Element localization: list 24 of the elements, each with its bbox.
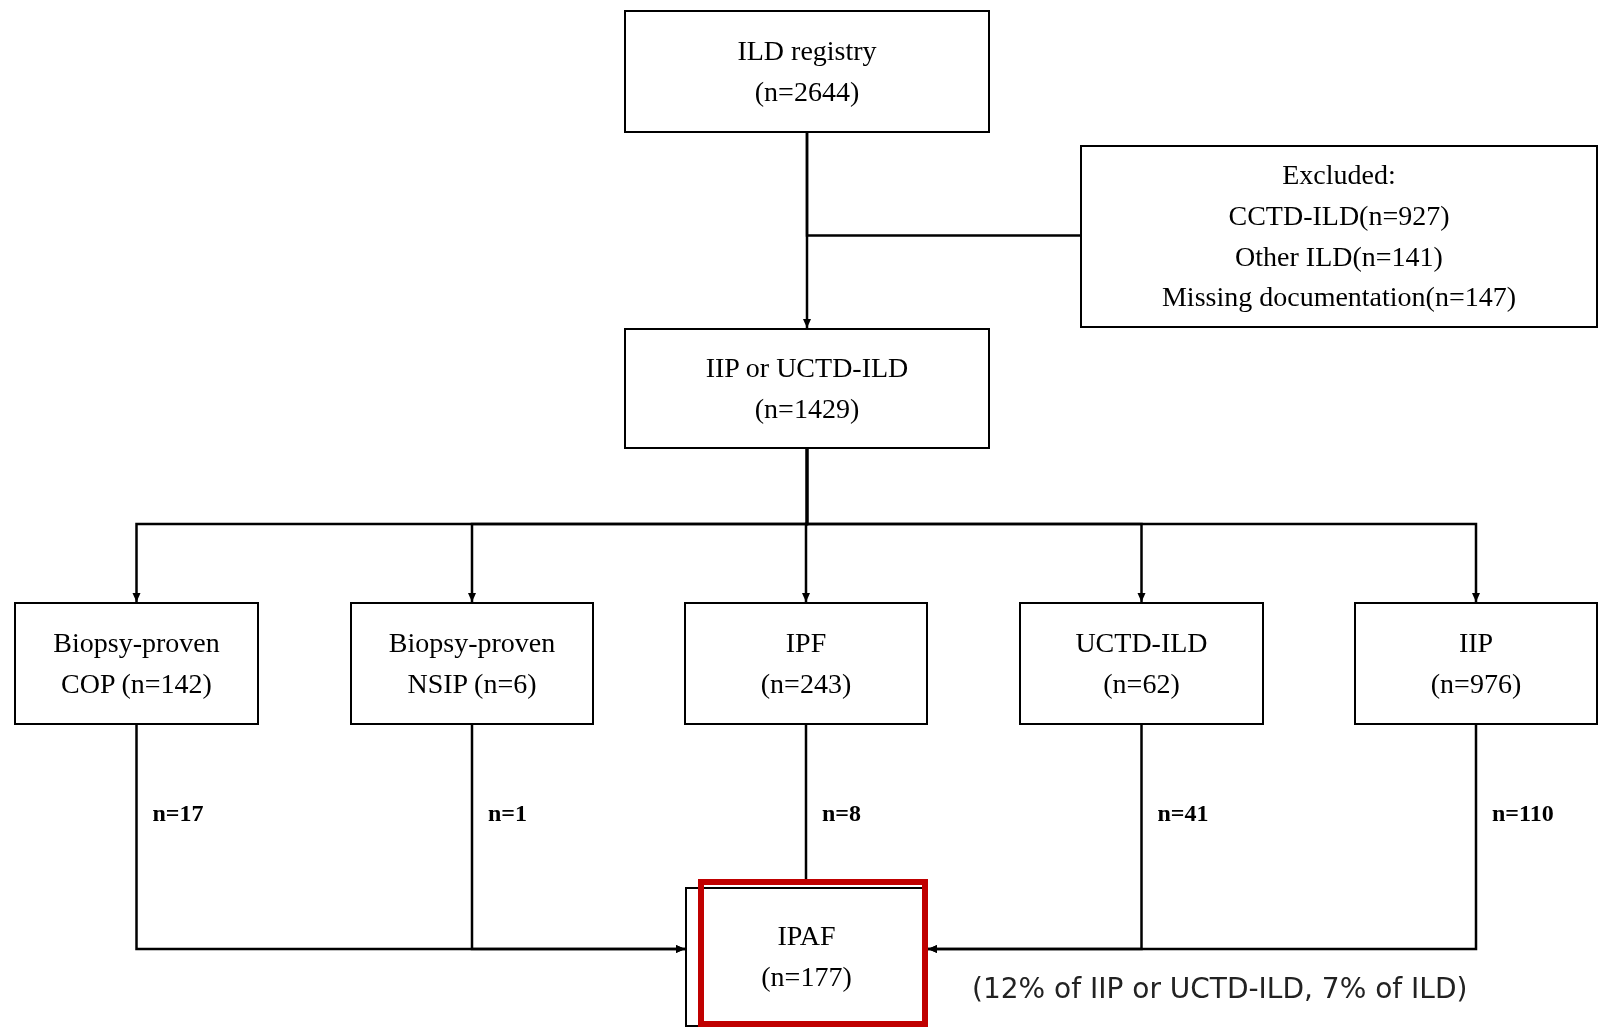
box-text: Other ILD(n=141) <box>1235 239 1443 274</box>
process-box <box>350 602 594 725</box>
connector-arrow <box>928 725 1478 953</box>
connector-arrow <box>805 449 1480 602</box>
box-text: IPF (n=243) <box>759 625 853 701</box>
process-box <box>1354 602 1598 725</box>
box-text: Biopsy-proven COP (n=142) <box>52 625 221 701</box>
caption-text: (12% of IIP or UCTD-ILD, 7% of ILD) <box>972 971 1468 1007</box>
process-box <box>624 328 990 449</box>
process-box <box>14 602 259 725</box>
process-box <box>684 602 928 725</box>
box-text: ILD registry (n=2644) <box>736 33 878 109</box>
box-text: CCTD-ILD(n=927) <box>1228 198 1450 233</box>
box-text: Missing documentation(n=147) <box>1161 280 1517 315</box>
box-text: Excluded: <box>1282 158 1396 193</box>
process-box <box>624 10 990 133</box>
box-text: Biopsy-proven NSIP (n=6) <box>387 625 557 701</box>
box-text: IIP or UCTD-ILD (n=1429) <box>704 350 910 426</box>
box-text: IIP (n=976) <box>1429 625 1523 701</box>
box-text: UCTD-ILD (n=62) <box>1074 625 1209 701</box>
connector-arrow <box>470 725 685 953</box>
box-text: IPAF (n=177) <box>760 919 853 994</box>
process-box <box>1019 602 1264 725</box>
process-box <box>1080 145 1598 328</box>
